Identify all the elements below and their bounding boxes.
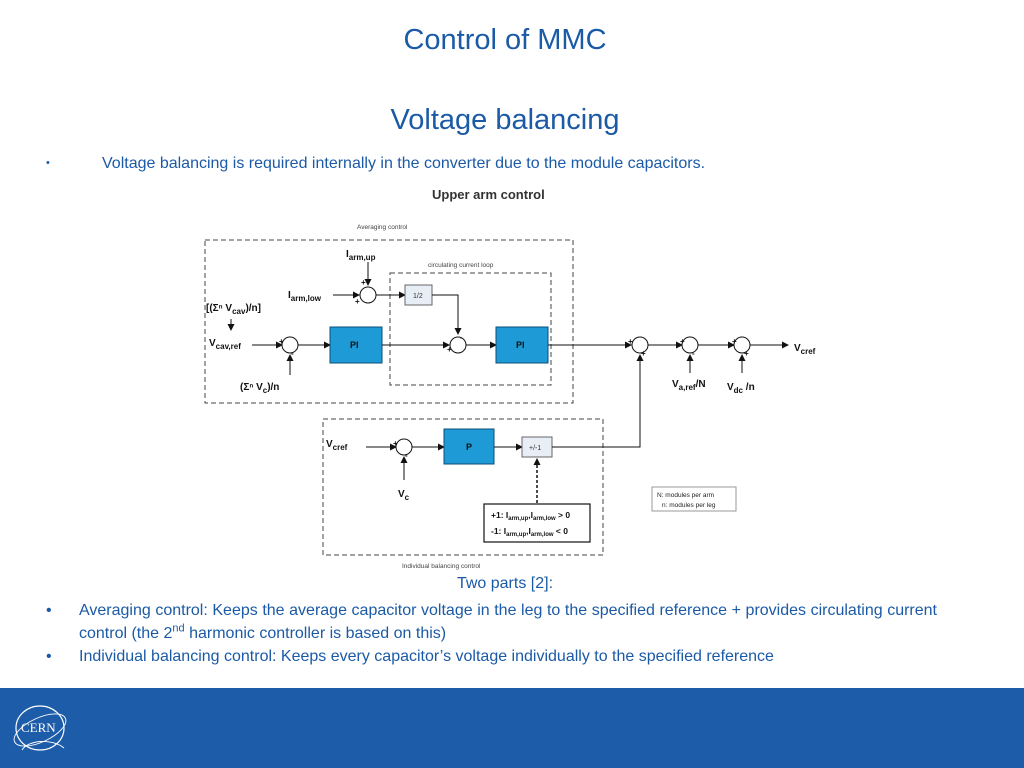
modules-note-line1: N: modules per arm (657, 492, 714, 499)
vcav-ref-label: Vcav,ref (209, 338, 241, 351)
svg-text:+/-1: +/-1 (529, 445, 541, 452)
modules-note-box (651, 486, 737, 512)
vcref-output-label: Vcref (794, 343, 816, 356)
averaging-control-label: Averaging control (357, 224, 408, 231)
svg-text:-: - (405, 451, 408, 460)
circulating-loop-label: circulating current loop (428, 262, 494, 269)
averaging-control-bullet: • Averaging control: Keeps the average c… (40, 599, 937, 645)
va-ref-label: Va,ref/N (672, 379, 706, 392)
bullet-marker: • (46, 602, 52, 619)
vc-label: Vc (398, 489, 410, 502)
svg-text:+: + (279, 337, 284, 346)
svg-text:+: + (361, 278, 366, 287)
sum-junction-vcav (281, 336, 299, 354)
individual-balancing-box (322, 418, 604, 556)
iarm-up-label: Iarm,up (346, 249, 376, 262)
circulating-loop-box (389, 272, 552, 386)
diagram-title: Upper arm control (432, 187, 545, 202)
sum-junction-individual (395, 438, 413, 456)
individual-balancing-bullet: • Individual balancing control: Keeps ev… (40, 645, 937, 668)
svg-text:+: + (628, 337, 633, 346)
condition-positive: +1: Iarm,up,Iarm,low > 0 (491, 510, 570, 522)
slide-title: Control of MMC (403, 24, 607, 56)
averaging-control-box (204, 239, 574, 404)
sum-junction-circ (449, 336, 467, 354)
individual-balancing-label: Individual balancing control (402, 563, 481, 570)
svg-text:PI: PI (516, 340, 525, 350)
parts-list: • Averaging control: Keeps the average c… (40, 599, 937, 668)
svg-text:-: - (692, 349, 695, 358)
svg-text:-: - (291, 349, 294, 358)
bullet-marker: • (46, 648, 52, 665)
sum-vcav-label: [(Σⁿ Vcav)/n] (206, 303, 261, 316)
svg-text:+: + (355, 297, 360, 306)
sign-condition-box (483, 503, 591, 543)
svg-text:-: - (460, 333, 463, 342)
svg-text:+: + (641, 349, 646, 358)
svg-text:CERN: CERN (21, 720, 56, 735)
intro-text: Voltage balancing is required internally… (102, 155, 706, 172)
svg-text:+: + (447, 345, 452, 354)
sum-vc-label: (Σⁿ Vc)/n (240, 382, 279, 395)
cern-logo: CERN (13, 705, 67, 751)
iarm-low-label: Iarm,low (288, 290, 322, 303)
upper-arm-control-diagram: Upper arm control Averaging control circ… (204, 187, 816, 570)
sum-junction-arm (359, 286, 377, 304)
svg-text:+: + (732, 337, 737, 346)
svg-text:P: P (466, 442, 472, 452)
svg-text:+: + (744, 349, 749, 358)
footer-bar: CERN (0, 688, 1024, 768)
svg-text:+: + (393, 439, 398, 448)
svg-text:1/2: 1/2 (413, 293, 423, 300)
slide-subtitle: Voltage balancing (390, 104, 620, 136)
vcref-input-label: Vcref (326, 439, 348, 452)
two-parts-heading: Two parts [2]: (456, 575, 554, 592)
svg-text:+: + (680, 337, 685, 346)
modules-note-line2: n: modules per leg (662, 502, 716, 509)
svg-text:PI: PI (350, 340, 359, 350)
bullet-marker: • (46, 157, 50, 169)
condition-negative: -1: Iarm,up,Iarm,low < 0 (491, 526, 568, 538)
vdc-label: Vdc /n (727, 382, 755, 395)
